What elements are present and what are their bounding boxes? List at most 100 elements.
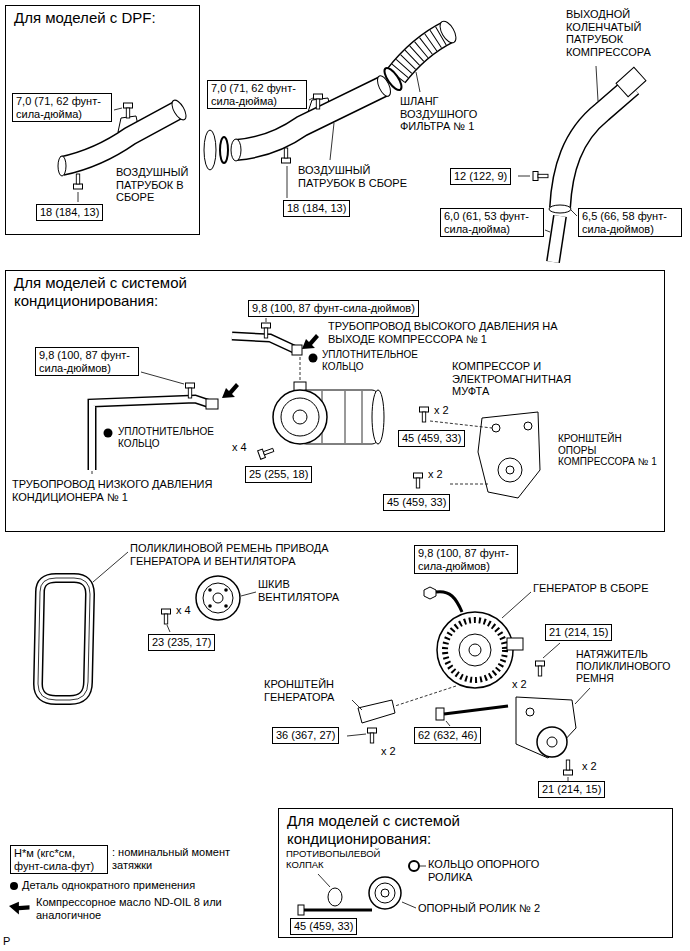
frame-heading: Для моделей с DPF:	[6, 6, 199, 30]
part-name: ВОЗДУШНЫЙ ПАТРУБОК В СБОРЕ	[116, 166, 198, 204]
compressor-bracket	[498, 458, 522, 482]
compressor	[293, 410, 307, 424]
alternator	[424, 587, 436, 599]
leader-line	[416, 72, 420, 92]
torque-value: 9,8 (100, 87 фунт-сила-дюймов)	[252, 302, 415, 315]
torque-box: 12 (122, 9)	[450, 168, 511, 185]
air-pipe	[204, 130, 216, 170]
compressor-outlet-elbow	[560, 86, 632, 208]
torque-value: 62 (632, 46)	[418, 729, 477, 742]
idler-pulley	[369, 877, 401, 909]
leader-line	[446, 721, 450, 726]
leader-line	[571, 210, 577, 216]
drive-belt	[38, 578, 90, 700]
torque-value: 45 (459, 33)	[402, 432, 461, 445]
leader-line	[402, 902, 416, 908]
compressor-bracket	[430, 421, 492, 428]
leader-line	[518, 176, 530, 177]
belt-tensioner	[564, 760, 573, 775]
leader-line	[347, 734, 366, 736]
leader-line	[596, 66, 598, 101]
torque-value: 9,8 (100, 87 фунт-сила-дюймов)	[418, 547, 514, 572]
variant-frame: Для моделей с DPF:7,0 (71, 62 фунт-сила-…	[5, 5, 200, 235]
torque-value: 18 (184, 13)	[40, 206, 99, 219]
compressor	[362, 391, 363, 443]
alternator-bracket	[444, 706, 508, 714]
frame-heading: Для моделей с системой кондиционирования…	[6, 271, 262, 313]
alternator	[507, 638, 523, 650]
torque-value: 36 (367, 27)	[276, 729, 335, 742]
idler-pulley	[328, 888, 342, 906]
fan-pulley	[196, 576, 240, 620]
idler-pulley	[381, 889, 389, 897]
ac-pipes	[309, 354, 318, 363]
torque-box: 6,5 (66, 58 фунт-сила-дюймов)	[578, 208, 682, 237]
compressor-bracket	[478, 412, 540, 498]
alternator	[437, 612, 513, 688]
idler-pulley	[304, 909, 372, 912]
quantity-mark: x 4	[176, 604, 191, 617]
torque-box: 36 (367, 27)	[272, 727, 339, 744]
quantity-mark: x 2	[381, 745, 396, 758]
leader-line	[575, 688, 590, 704]
part-name: ПОЛИКЛИНОВОЙ РЕМЕНЬ ПРИВОДА ГЕНЕРАТОРА И…	[130, 542, 392, 567]
belt-tensioner	[526, 708, 534, 716]
torque-box: 9,8 (100, 87 фунт-сила-дюймов)	[248, 300, 419, 317]
air-pipe-dpf	[169, 98, 189, 122]
part-name: КОМПРЕССОР И ЭЛЕКТРОМАГНИТНАЯ МУФТА	[452, 360, 602, 398]
torque-box: 9,8 (100, 87 фунт-сила-дюймов)	[35, 347, 139, 376]
part-name: ВОЗДУШНЫЙ ПАТРУБОК В СБОРЕ	[298, 164, 426, 189]
fan-pulley	[203, 583, 233, 613]
fan-pulley	[162, 576, 241, 624]
torque-value: 21 (214, 15)	[549, 626, 608, 639]
belt-tensioner	[516, 697, 576, 758]
alternator	[469, 644, 481, 656]
part-name: ШЛАНГ ВОЗДУШНОГО ФИЛЬТРА № 1	[400, 95, 496, 133]
compressor-bracket	[492, 424, 500, 432]
frame-heading: Для моделей с системой кондиционирования…	[279, 809, 535, 851]
part-name: ТРУБОПРОВОД ВЫСОКОГО ДАВЛЕНИЯ НА ВЫХОДЕ …	[328, 320, 578, 345]
leader-line	[114, 108, 122, 110]
air-pipe-dpf	[124, 103, 133, 118]
part-name: КОЛЬЦО ОПОРНОГО РОЛИКА	[428, 858, 563, 883]
part-name: УПЛОТНИТЕЛЬНОЕ КОЛЬЦО	[118, 426, 218, 449]
ac-pipes	[206, 399, 218, 409]
drive-belt	[38, 578, 90, 700]
part-name: КРОНШТЕЙН ГЕНЕРАТОРА	[264, 678, 354, 703]
torque-box: 23 (235, 17)	[148, 634, 215, 651]
air-filter-hose	[396, 32, 448, 76]
torque-box: 45 (459, 33)	[290, 918, 357, 935]
fan-pulley	[213, 593, 223, 603]
torque-box: 9,8 (100, 87 фунт-сила-дюймов)	[414, 545, 518, 574]
part-name: ВЫХОДНОЙ КОЛЕНЧАТЫЙ ПАТРУБОК КОМПРЕССОРА	[566, 8, 682, 59]
fan-pulley	[208, 604, 212, 608]
idler-pulley	[375, 883, 395, 903]
legend-symbol	[9, 895, 32, 918]
idler-pulley	[298, 905, 304, 915]
legend-text: : номинальный момент затяжки	[112, 846, 242, 871]
ac-pipes	[262, 323, 271, 338]
alternator	[395, 587, 545, 706]
torque-value: 21 (214, 15)	[542, 783, 601, 796]
legend-symbol	[10, 882, 18, 890]
leader-line	[287, 166, 288, 198]
compressor	[372, 390, 384, 444]
torque-value: 45 (459, 33)	[387, 496, 446, 509]
torque-box: 45 (459, 33)	[383, 494, 450, 511]
quantity-mark: x 2	[428, 468, 443, 481]
compressor	[281, 398, 319, 436]
ac-pipes	[186, 383, 195, 398]
leader-line	[93, 552, 128, 582]
torque-box: 62 (632, 46)	[414, 727, 481, 744]
leader-line	[318, 874, 330, 887]
compressor-outlet-elbow	[533, 172, 548, 181]
leader-line	[420, 866, 426, 867]
compressor-outlet-elbow	[616, 67, 646, 96]
idler-pulley	[409, 861, 419, 871]
leader-line	[543, 643, 560, 658]
torque-box: 25 (255, 18)	[245, 466, 312, 483]
torque-value: 9,8 (100, 87 фунт-сила-дюймов)	[39, 349, 135, 374]
torque-value: 18 (184, 13)	[287, 202, 346, 215]
torque-value: 6,5 (66, 58 фунт-сила-дюймов)	[582, 210, 678, 235]
